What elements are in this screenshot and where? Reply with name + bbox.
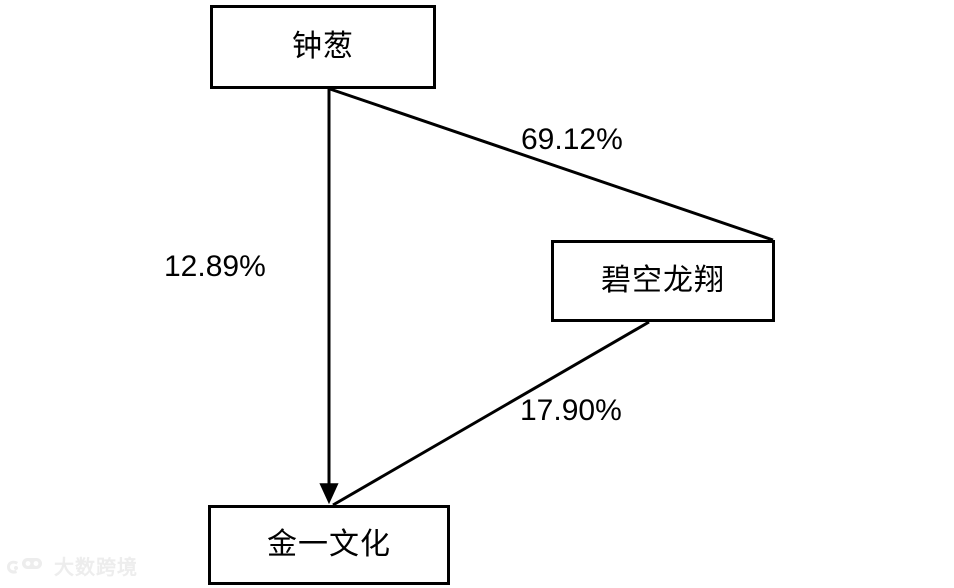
edge-label-zhongcong-bikonglongxiang: 69.12% [521,123,623,156]
connector-bikonglongxiang-to-jinyiwenhua [332,320,650,507]
entity-node-zhongcong[interactable]: 钟葱 [210,5,436,89]
entity-label: 金一文化 [267,527,391,562]
edge-label-bikonglongxiang-jinyiwenhua: 17.90% [520,394,622,427]
entity-label: 钟葱 [292,29,354,64]
edge-label-zhongcong-jinyiwenhua: 12.89% [164,250,266,283]
entity-label: 碧空龙翔 [601,263,725,298]
entity-node-jinyiwenhua[interactable]: 金一文化 [208,505,450,585]
entity-node-bikonglongxiang[interactable]: 碧空龙翔 [551,240,775,322]
connector-zhongcong-to-bikonglongxiang [329,87,774,242]
